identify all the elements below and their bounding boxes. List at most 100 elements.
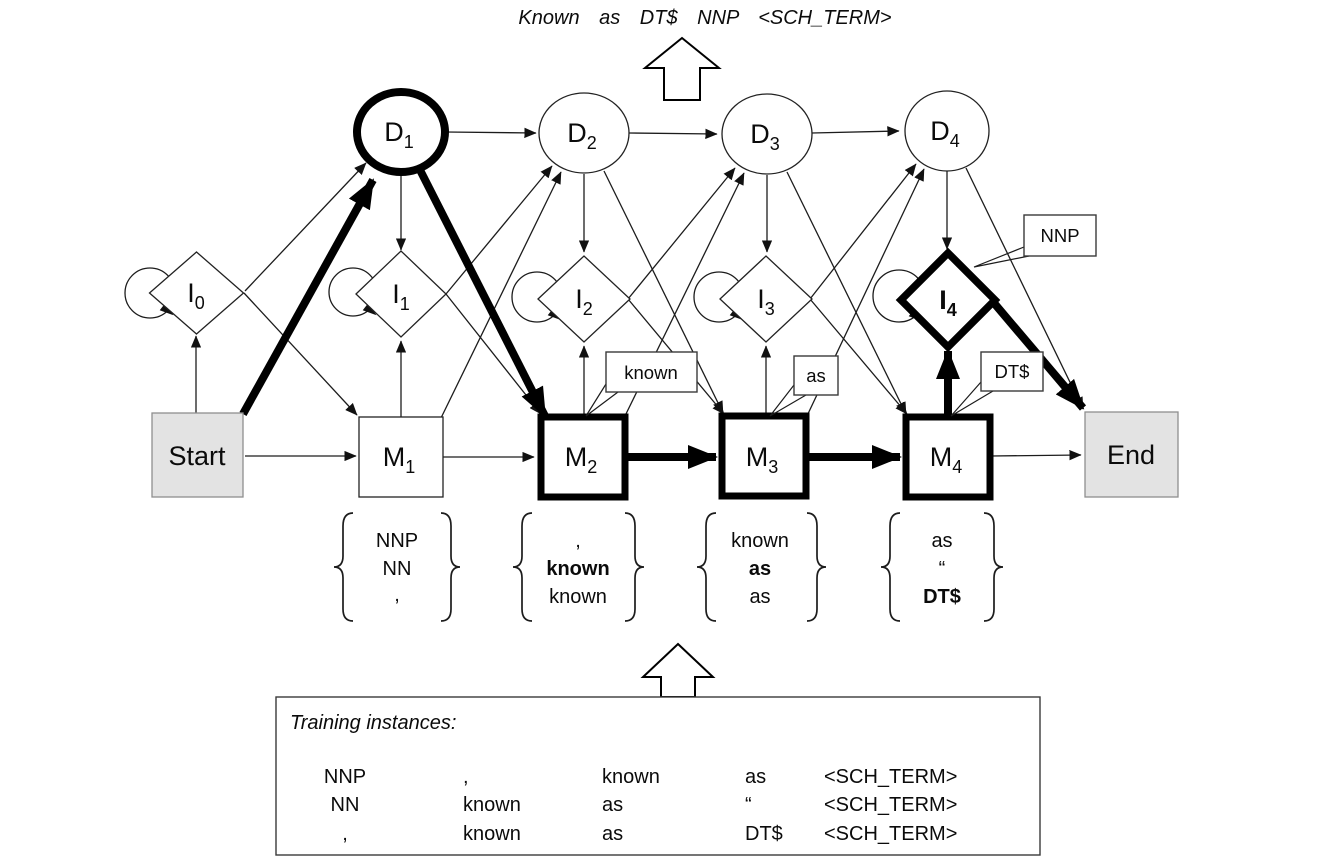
training-cell: NNP [324,766,366,788]
edge-d2-d3 [628,128,718,140]
callout-as-label: as [806,365,826,386]
emission-m3-item: as [749,558,771,580]
edge-m4-end [990,449,1082,461]
state-i0 [148,251,245,335]
end-label: End [1107,440,1155,470]
brace-right-m3 [806,512,827,622]
m4-label: M4 [930,442,963,477]
callout-nnp-tail [973,246,1030,268]
callout-as-tail [769,384,807,417]
bold-edge-start-d1 [239,178,377,416]
start-label: Start [168,441,226,471]
state-end [1084,411,1179,498]
state-labels: Start End D1 D2 D3 D4 I0 I1 I2 I3 I4 M1 … [168,116,1155,477]
state-m2 [537,413,629,501]
d3-label: D3 [750,119,780,154]
emission-m4-item: “ [939,558,946,580]
i1-label: I1 [392,279,410,314]
callouts: known as DT$ NNP [585,214,1097,417]
training-title: Training instances: [290,712,456,734]
training-cell: <SCH_TERM> [824,823,957,845]
edge-d3-m4 [786,171,907,415]
emission-m2-item: known [549,586,607,608]
emission-m2-item: known [546,558,609,580]
edge-i0-m1 [243,292,358,416]
emission-m3-item: known [731,530,789,552]
state-i1 [355,250,447,338]
state-d1 [353,88,449,176]
transition-arrows-thin [190,126,1084,463]
i0-label: I0 [187,278,205,313]
emission-m1-item: , [394,584,400,606]
emission-m2-item: , [575,530,581,552]
edge-i3-m4 [809,298,908,415]
training-cell: , [463,766,469,788]
brace-right-m1 [440,512,461,622]
m2-label: M2 [565,442,598,477]
state-m3 [718,412,810,500]
i2-label: I2 [575,284,593,319]
training-cell: NN [331,794,360,816]
training-cell: known [602,766,660,788]
brace-right-m2 [624,512,645,622]
edge-m1-d2 [440,171,562,419]
brace-left-m4 [880,512,901,622]
training-cell: <SCH_TERM> [824,794,957,816]
callout-nnp-box [1023,214,1097,257]
m3-label: M3 [746,442,779,477]
edge-i2-d3 [627,167,736,300]
states [148,88,1179,501]
edge-i3-d4 [809,163,917,300]
edge-d1-d2 [445,127,537,139]
i4-label: I4 [939,285,957,320]
callout-dts-box [980,351,1044,392]
training-cell: as [745,766,766,788]
brace-left-m3 [696,512,717,622]
state-d2 [538,92,630,174]
training-cell: <SCH_TERM> [824,766,957,788]
state-m1 [358,416,444,498]
state-i2 [537,255,631,343]
output-sequence-text: Known as DT$ NNP <SCH_TERM> [518,7,891,29]
i3-label: I3 [757,284,775,319]
training-box [275,696,1041,856]
emission-m3-item: as [749,586,770,608]
state-start [151,412,244,498]
brace-left-m2 [512,512,533,622]
bold-edge-d1-m2 [415,166,549,418]
callout-as-box [793,355,839,396]
edge-i1-d2 [445,165,553,295]
callout-dts-label: DT$ [995,361,1030,382]
up-arrow-icon-top [642,36,722,101]
edge-d4-end [965,167,1084,410]
edge-d2-m3 [603,170,724,414]
emission-m4-item: DT$ [923,586,961,608]
m1-label: M1 [383,442,416,477]
callout-nnp-label: NNP [1040,225,1079,246]
emission-sets: NNP NN , , known known known as as as “ … [333,512,1004,622]
training-cell: , [342,823,348,845]
callout-known-box [605,351,698,393]
state-i3 [719,255,813,343]
brace-left-m1 [333,512,354,622]
training-cell: “ [745,794,752,816]
self-loop-arrowhead-i0 [159,303,174,316]
d4-label: D4 [930,116,960,151]
d2-label: D2 [567,118,597,153]
emission-m1-item: NNP [376,530,418,552]
training-instances: Training instances: NNP , known as <SCH_… [275,696,1041,856]
training-cell: known [463,794,521,816]
training-cell: known [463,823,521,845]
self-loop-arrowhead-i1 [362,303,377,316]
edge-d3-d4 [811,126,900,137]
d1-label: D1 [384,117,414,152]
training-cell: as [602,794,623,816]
callout-known-tail [585,383,619,417]
edge-i0-d1 [244,162,367,292]
callout-known-label: known [624,362,677,383]
state-m4 [902,413,994,501]
state-i4 [895,247,1001,353]
state-d3 [721,93,813,175]
callout-dts-tail [950,381,994,417]
